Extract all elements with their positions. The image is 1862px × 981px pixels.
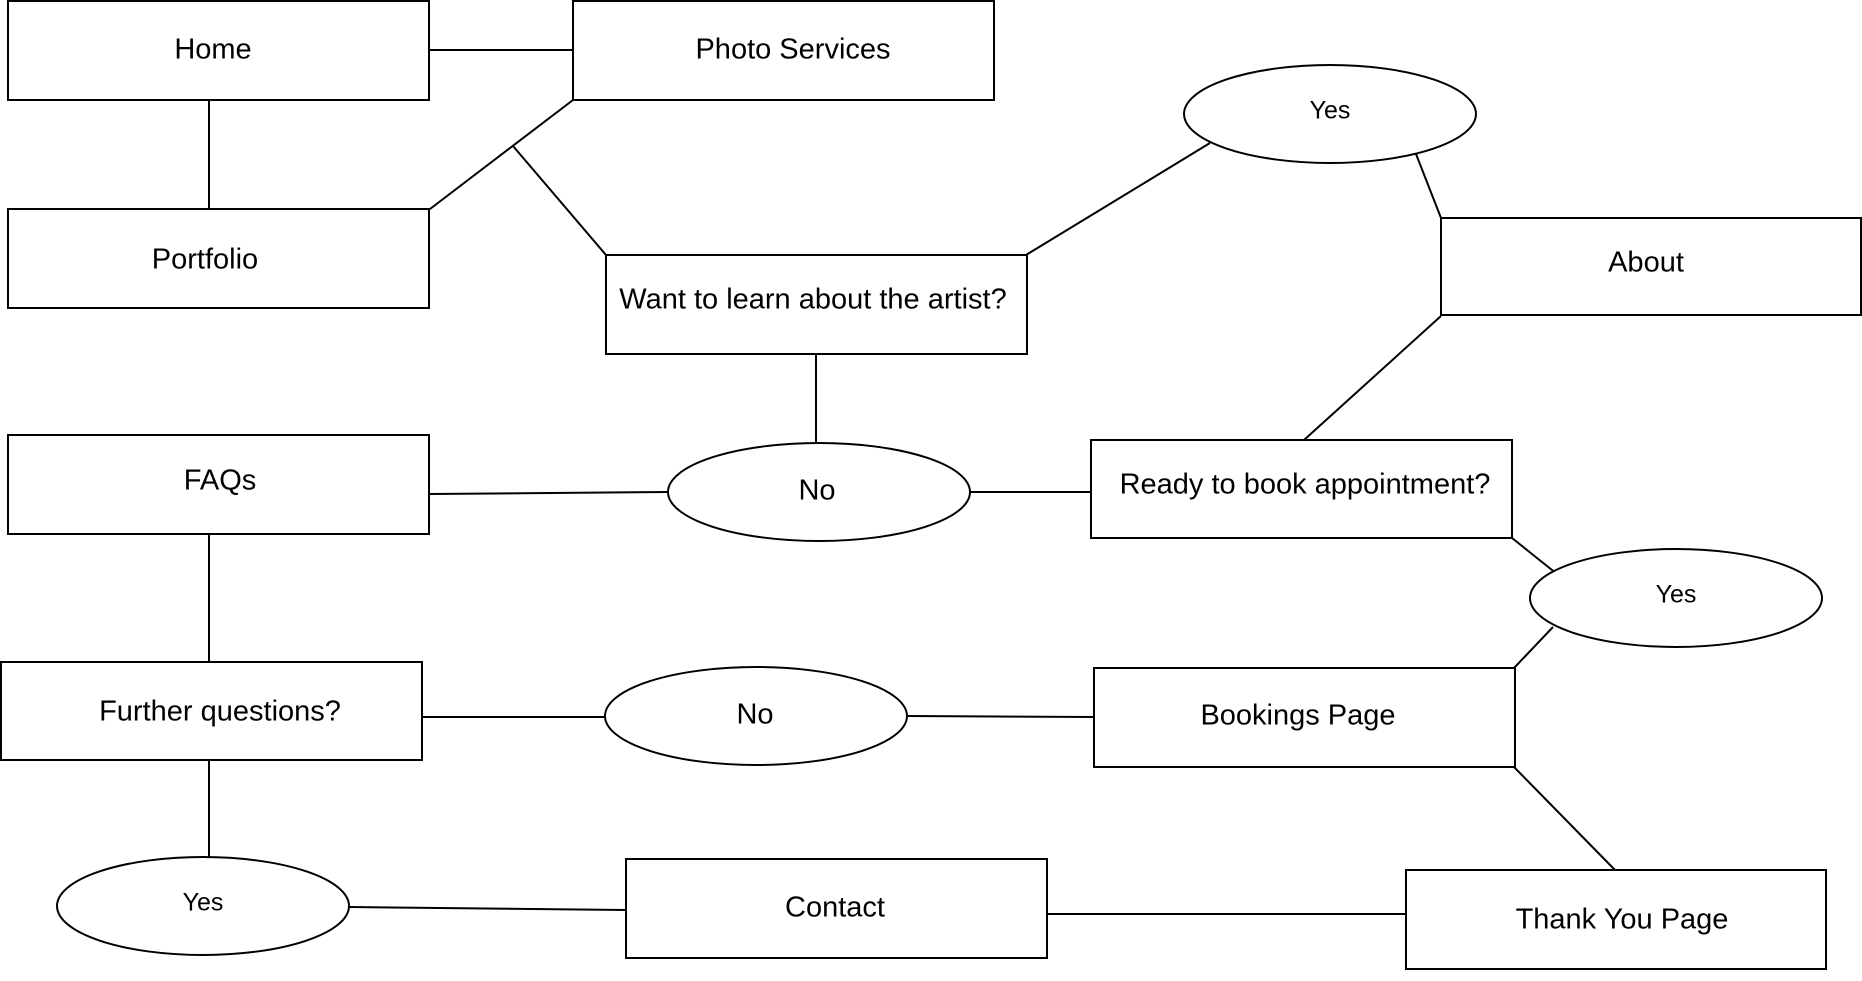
- edge-no-faqs: [429, 491, 669, 495]
- node-yes-questions: Yes: [56, 856, 350, 956]
- node-label: No: [736, 699, 773, 731]
- node-label: Home: [174, 34, 251, 66]
- edge-yes-about: [1415, 153, 1442, 219]
- node-contact: Contact: [625, 858, 1048, 959]
- edge-bookings-thank-you: [1513, 766, 1616, 871]
- node-learn-artist: Want to learn about the artist?: [605, 254, 1028, 355]
- node-label: Further questions?: [99, 696, 341, 728]
- edge-about-ready-book: [1303, 315, 1442, 441]
- node-further-questions: Further questions?: [0, 661, 423, 761]
- node-label: Want to learn about the artist?: [619, 284, 1006, 316]
- node-label: Yes: [1310, 97, 1351, 125]
- node-label: Thank You Page: [1516, 904, 1729, 936]
- edge-photo-services-learn-artist: [512, 145, 607, 256]
- edge-ready-book-yes: [1511, 537, 1558, 575]
- node-faqs: FAQs: [7, 434, 430, 535]
- node-ready-book: Ready to book appointment?: [1090, 439, 1513, 539]
- node-photo-services: Photo Services: [572, 0, 995, 101]
- node-label: Photo Services: [695, 34, 890, 66]
- edge-yes-contact: [348, 906, 627, 911]
- node-label: Yes: [1656, 581, 1697, 609]
- node-yes-book: Yes: [1529, 548, 1823, 648]
- node-label: Contact: [785, 892, 885, 924]
- node-label: Yes: [183, 889, 224, 917]
- edge-no-bookings: [907, 715, 1095, 718]
- node-no-artist: No: [667, 442, 971, 542]
- node-about: About: [1440, 217, 1862, 316]
- node-thank-you: Thank You Page: [1405, 869, 1827, 970]
- edge-photo-services-portfolio: [429, 99, 574, 210]
- node-bookings-page: Bookings Page: [1093, 667, 1516, 768]
- node-label: Portfolio: [152, 244, 258, 276]
- edge-learn-artist-yes: [1025, 142, 1211, 256]
- node-label: No: [798, 475, 835, 507]
- node-label: About: [1608, 247, 1684, 279]
- node-no-questions: No: [604, 666, 908, 766]
- node-label: Ready to book appointment?: [1120, 469, 1491, 501]
- node-yes-artist: Yes: [1183, 64, 1477, 164]
- node-label: Bookings Page: [1200, 700, 1395, 732]
- node-portfolio: Portfolio: [7, 208, 430, 309]
- edge-yes-bookings: [1513, 626, 1554, 669]
- node-home: Home: [7, 0, 430, 101]
- node-label: FAQs: [184, 465, 257, 497]
- edges: [208, 49, 1616, 915]
